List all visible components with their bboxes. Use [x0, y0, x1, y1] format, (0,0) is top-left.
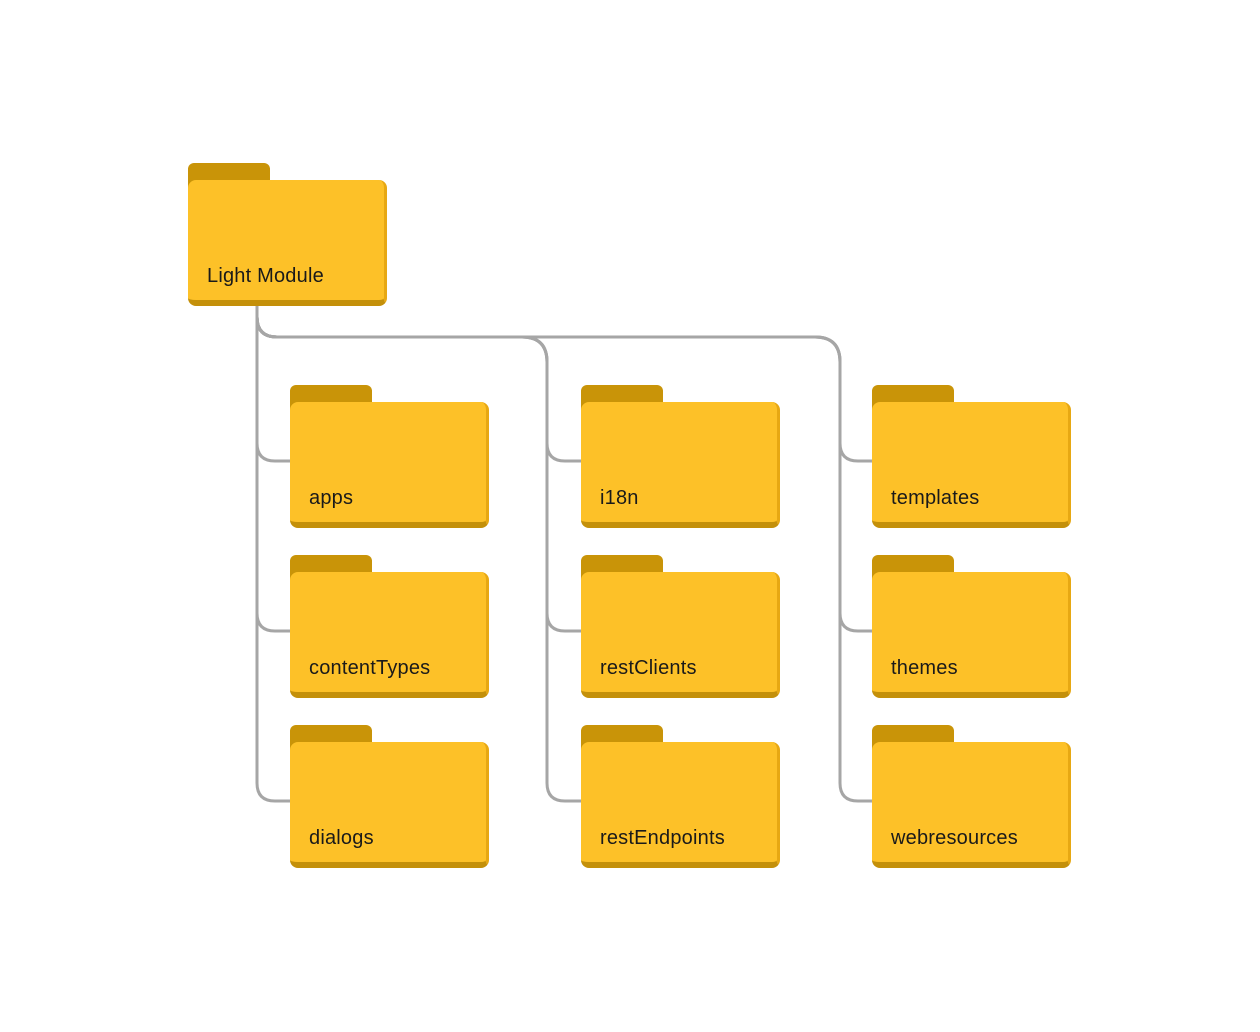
folder-body-icon: contentTypes	[290, 572, 489, 698]
folder-label: dialogs	[309, 827, 374, 849]
folder-node-templates: templates	[872, 385, 1071, 528]
connector-root-webresources	[255, 303, 873, 803]
connector-root-contentTypes	[255, 303, 291, 633]
connector-root-apps	[255, 303, 291, 463]
folder-node-apps: apps	[290, 385, 489, 528]
folder-label: webresources	[891, 827, 1018, 849]
folder-node-restEndpoints: restEndpoints	[581, 725, 780, 868]
folder-label: i18n	[600, 487, 639, 509]
folder-label: apps	[309, 487, 354, 509]
folder-node-webresources: webresources	[872, 725, 1071, 868]
folder-label: templates	[891, 487, 980, 509]
folder-label: restClients	[600, 657, 697, 679]
folder-label: restEndpoints	[600, 827, 725, 849]
connector-root-dialogs	[255, 303, 291, 803]
folder-node-light-module: Light Module	[188, 163, 387, 306]
folder-label: contentTypes	[309, 657, 431, 679]
folder-body-icon: apps	[290, 402, 489, 528]
folder-label: themes	[891, 657, 958, 679]
folder-body-icon: dialogs	[290, 742, 489, 868]
folder-label: Light Module	[207, 265, 324, 287]
folder-node-i18n: i18n	[581, 385, 780, 528]
folder-node-dialogs: dialogs	[290, 725, 489, 868]
folder-node-themes: themes	[872, 555, 1071, 698]
folder-body-icon: restClients	[581, 572, 780, 698]
folder-node-contentTypes: contentTypes	[290, 555, 489, 698]
folder-body-icon: themes	[872, 572, 1071, 698]
folder-node-restClients: restClients	[581, 555, 780, 698]
folder-body-icon: templates	[872, 402, 1071, 528]
folder-body-icon: restEndpoints	[581, 742, 780, 868]
folder-body-icon: Light Module	[188, 180, 387, 306]
folder-body-icon: webresources	[872, 742, 1071, 868]
folder-body-icon: i18n	[581, 402, 780, 528]
